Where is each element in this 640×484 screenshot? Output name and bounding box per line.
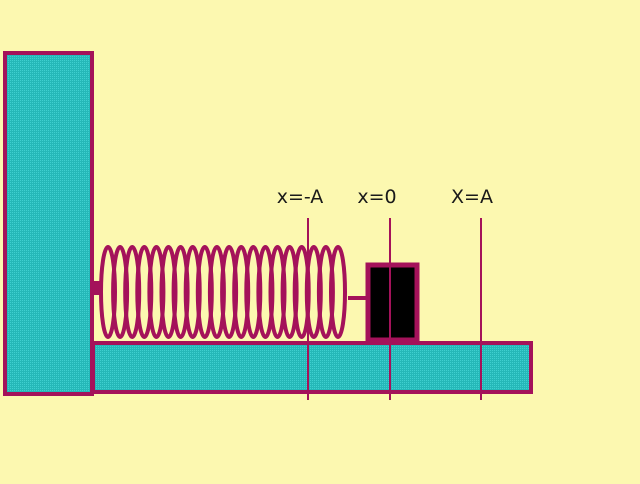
label-pos-amplitude: X=A [451,186,493,208]
label-equilibrium: x=0 [357,186,397,208]
label-neg-amplitude: x=-A [276,186,324,208]
wall [3,51,94,396]
spring [99,245,347,339]
mass-block [365,262,420,343]
spring-wall-mount [91,281,101,295]
floor [91,341,533,394]
spring-coil [329,245,347,339]
